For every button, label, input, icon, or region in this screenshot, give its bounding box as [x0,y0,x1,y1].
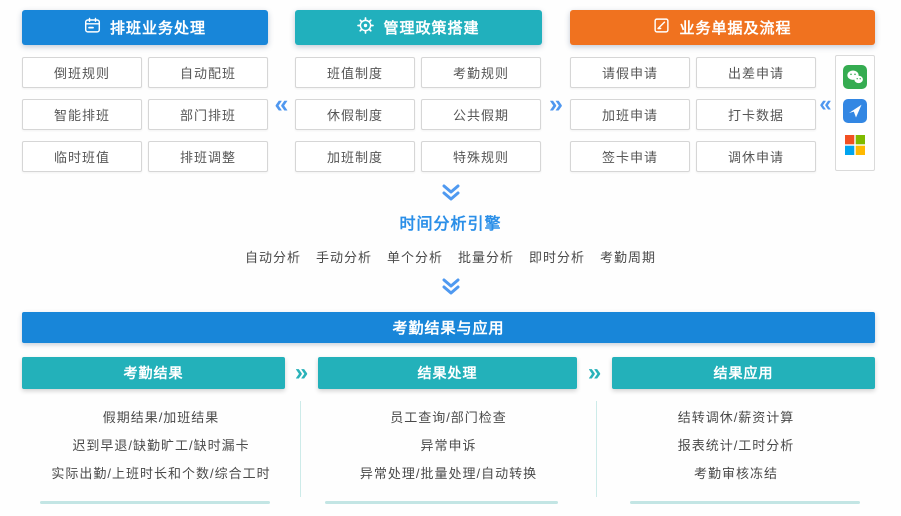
box-item: 加班申请 [570,99,690,130]
windows-icon [844,134,866,161]
results-bar-attendance: 考勤结果 [22,357,285,389]
results-lists: 假期结果/加班结果 迟到早退/缺勤旷工/缺时漏卡 实际出勤/上班时长和个数/综合… [22,401,901,497]
analysis-modes: 自动分析 手动分析 单个分析 批量分析 即时分析 考勤周期 [0,247,901,266]
section-scheduling: 排班业务处理 倒班规则 自动配班 智能排班 部门排班 临时班值 排班调整 [22,10,268,172]
box-item: 加班制度 [295,141,415,172]
section-policy-grid: 班值制度 考勤规则 休假制度 公共假期 加班制度 特殊规则 [295,57,542,172]
section-title: 管理政策搭建 [383,20,480,37]
section-scheduling-header: 排班业务处理 [22,10,268,45]
next-row-bar-top [630,501,860,504]
flow-gap: « [268,10,295,117]
analysis-mode: 单个分析 [386,250,443,265]
box-item: 排班调整 [148,141,268,172]
chevron-left-icon: « [274,90,289,118]
results-banner: 考勤结果与应用 [22,312,875,343]
section-forms-header: 业务单据及流程 [570,10,875,45]
results-list-application: 结转调休/薪资计算 报表统计/工时分析 考勤审核冻结 [597,401,875,497]
calendar-icon [84,17,101,38]
next-row-bar-top [325,501,558,504]
section-forms-grid: 请假申请 出差申请 加班申请 打卡数据 签卡申请 调休申请 [570,57,816,172]
box-item: 考勤规则 [421,57,541,88]
flow-gap: » [577,361,612,385]
analysis-mode: 考勤周期 [600,250,657,265]
analysis-mode: 即时分析 [529,250,586,265]
box-item: 倒班规则 [22,57,142,88]
list-item: 假期结果/加班结果 [102,410,220,425]
box-item: 自动配班 [148,57,268,88]
list-item: 异常申诉 [420,438,477,453]
results-bar-processing: 结果处理 [318,357,577,389]
box-item: 临时班值 [22,141,142,172]
chevron-left-icon: « [819,91,832,116]
chevron-down-icon [442,184,459,201]
analysis-mode: 批量分析 [458,250,515,265]
section-policy: 管理政策搭建 班值制度 考勤规则 休假制度 公共假期 加班制度 特殊规则 [295,10,542,172]
analysis-mode: 手动分析 [315,250,372,265]
list-item: 考勤审核冻结 [693,466,778,481]
box-item: 休假制度 [295,99,415,130]
section-title: 业务单据及流程 [679,20,792,37]
box-item: 调休申请 [696,141,816,172]
gear-icon [357,17,375,38]
results-list-processing: 员工查询/部门检查 异常申诉 异常处理/批量处理/自动转换 [301,401,597,497]
results-bar-application: 结果应用 [612,357,875,389]
box-item: 公共假期 [421,99,541,130]
box-item: 班值制度 [295,57,415,88]
engine-flow: 时间分析引擎 自动分析 手动分析 单个分析 批量分析 即时分析 考勤周期 [0,184,901,295]
next-row-bar-top [40,501,270,504]
box-item: 部门排班 [148,99,268,130]
box-item: 请假申请 [570,57,690,88]
box-item: 智能排班 [22,99,142,130]
results-bars-row: 考勤结果 » 结果处理 » 结果应用 [22,357,901,389]
list-item: 迟到早退/缺勤旷工/缺时漏卡 [72,438,250,453]
chevron-right-icon: » [587,359,602,386]
list-item: 员工查询/部门检查 [390,410,507,425]
list-item: 报表统计/工时分析 [677,438,795,453]
send-app-icon [843,99,867,128]
top-row: 排班业务处理 倒班规则 自动配班 智能排班 部门排班 临时班值 排班调整 « [0,0,901,172]
analysis-mode: 自动分析 [244,250,301,265]
engine-title: 时间分析引擎 [399,216,502,233]
section-scheduling-grid: 倒班规则 自动配班 智能排班 部门排班 临时班值 排班调整 [22,57,268,172]
section-policy-header: 管理政策搭建 [295,10,542,45]
box-item: 打卡数据 [696,99,816,130]
results-list-attendance: 假期结果/加班结果 迟到早退/缺勤旷工/缺时漏卡 实际出勤/上班时长和个数/综合… [22,401,301,497]
box-item: 签卡申请 [570,141,690,172]
flow-gap: » [542,10,570,117]
section-forms: 业务单据及流程 请假申请 出差申请 加班申请 打卡数据 签卡申请 调休申请 « [570,10,875,172]
flow-gap: » [285,361,318,385]
box-item: 出差申请 [696,57,816,88]
chevron-right-icon: » [549,90,563,118]
chevron-down-icon [442,278,459,295]
list-item: 实际出勤/上班时长和个数/综合工时 [51,466,271,481]
list-item: 异常处理/批量处理/自动转换 [359,466,538,481]
chevron-right-icon: » [294,359,309,386]
channel-icons-panel [835,55,875,171]
form-icon [653,17,670,38]
section-forms-body: 请假申请 出差申请 加班申请 打卡数据 签卡申请 调休申请 « [570,45,875,172]
section-title: 排班业务处理 [109,20,206,37]
box-item: 特殊规则 [421,141,541,172]
wechat-icon [843,64,867,94]
list-item: 结转调休/薪资计算 [677,410,795,425]
